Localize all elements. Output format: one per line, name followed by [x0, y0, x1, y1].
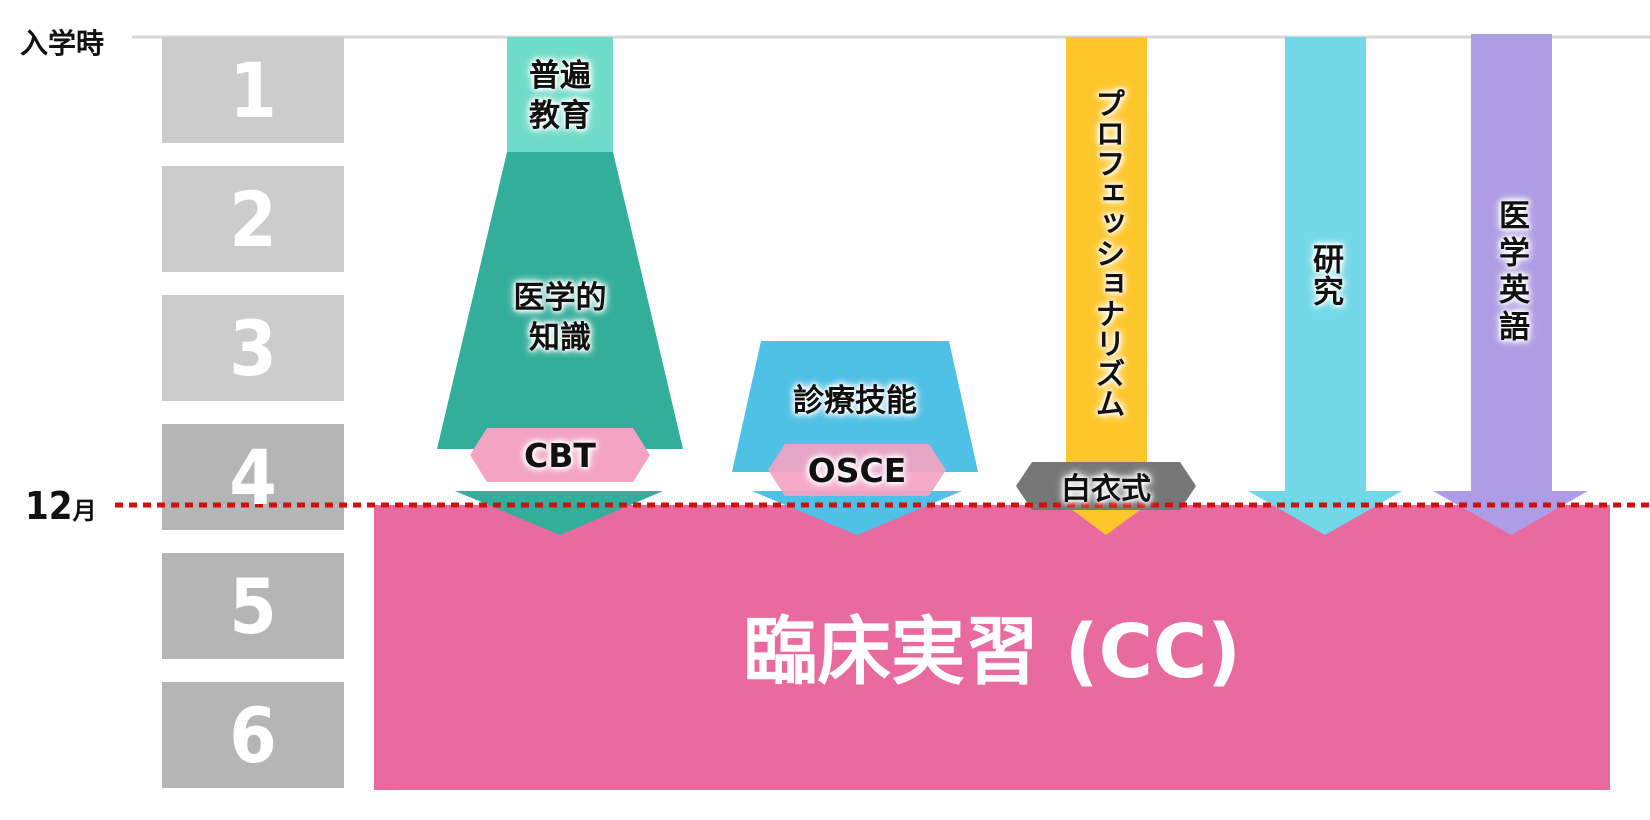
medical-english-arrow: [1433, 491, 1588, 535]
research-label: 研究: [1285, 230, 1366, 320]
medical-english-label: 医学英語: [1471, 185, 1552, 360]
december-number: 12: [25, 484, 73, 528]
general-education-block: [507, 37, 613, 152]
clinical-clerkship-label: 臨床実習 (CC): [742, 608, 1242, 695]
year-block-4: [162, 424, 344, 530]
year-number-1: 1: [229, 45, 277, 135]
professionalism-arrow: [1066, 505, 1147, 535]
december-unit: 月: [72, 497, 97, 525]
research-text: 研究: [1307, 243, 1343, 307]
year-block-3: [162, 295, 344, 401]
year-number-6: 6: [229, 690, 277, 780]
professionalism-label: プロフェッショナリズム: [1066, 60, 1147, 445]
white-coat-label: 白衣式: [1061, 472, 1151, 507]
clinical-skills-label: 診療技能: [793, 382, 917, 419]
professionalism-text: プロフェッショナリズム: [1089, 87, 1125, 418]
clinical-skills-trapezoid: [732, 341, 978, 472]
research-arrow: [1248, 491, 1402, 535]
medical-knowledge-line1: 医学的: [513, 280, 607, 316]
december-label: 12月: [25, 484, 97, 528]
cbt-label: CBT: [524, 435, 596, 475]
cbt-badge: [470, 428, 650, 482]
general-education-label: 普遍 教育: [507, 56, 613, 136]
year-number-5: 5: [229, 561, 277, 651]
general-education-line1: 普遍: [529, 58, 591, 94]
clinical-clerkship-block: [374, 505, 1610, 790]
medical-knowledge-line2: 知識: [529, 320, 591, 356]
year-block-1: [162, 37, 344, 143]
entry-label: 入学時: [20, 27, 105, 60]
medical-english-bar: [1471, 34, 1552, 494]
medical-knowledge-trapezoid: [437, 152, 683, 449]
year-number-3: 3: [229, 303, 277, 393]
medical-english-text: 医学英語: [1493, 198, 1529, 347]
year-number-2: 2: [229, 174, 277, 264]
year-number-4: 4: [229, 432, 277, 522]
white-coat-badge: [1016, 462, 1196, 510]
osce-badge: [768, 444, 946, 496]
general-education-line2: 教育: [529, 98, 591, 134]
year-block-6: [162, 682, 344, 788]
medical-knowledge-label: 医学的 知識: [480, 278, 640, 358]
year-block-2: [162, 166, 344, 272]
research-bar: [1285, 37, 1366, 494]
clinical-skills-arrow: [752, 491, 962, 535]
professionalism-bar: [1066, 37, 1147, 465]
osce-label: OSCE: [807, 450, 907, 490]
year-block-5: [162, 553, 344, 659]
medical-knowledge-arrow: [455, 491, 663, 535]
